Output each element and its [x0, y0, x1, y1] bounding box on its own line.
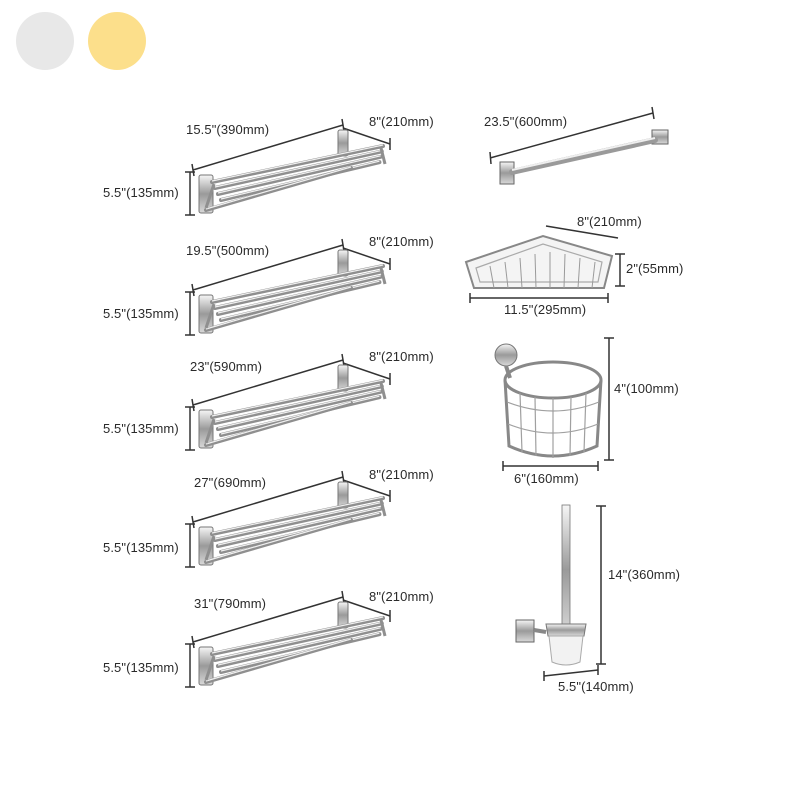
corner-basket-width-label: 11.5"(295mm)	[504, 302, 587, 317]
towel-rack-5	[185, 590, 391, 688]
toilet-brush-width-label: 5.5"(140mm)	[558, 679, 634, 694]
rack-5-length-label: 31"(790mm)	[194, 596, 267, 611]
corner-basket-height-label: 2"(55mm)	[626, 261, 684, 276]
rack-4-length-label: 27"(690mm)	[194, 475, 267, 490]
rack-2-length-label: 19.5"(500mm)	[186, 243, 270, 258]
rack-2-height-label: 5.5"(135mm)	[103, 306, 179, 321]
chrome-color-swatch[interactable]	[16, 12, 74, 70]
toilet-brush-height-label: 14"(360mm)	[608, 567, 681, 582]
gold-color-swatch[interactable]	[88, 12, 146, 70]
rack-3-depth-label: 8"(210mm)	[369, 349, 434, 364]
towel-bar-length-label: 23.5"(600mm)	[484, 114, 568, 129]
towel-rack-3	[185, 353, 391, 451]
rack-5-depth-label: 8"(210mm)	[369, 589, 434, 604]
rack-3-height-label: 5.5"(135mm)	[103, 421, 179, 436]
corner-basket-depth-label: 8"(210mm)	[577, 214, 642, 229]
rack-1-length-label: 15.5"(390mm)	[186, 122, 270, 137]
rack-3-length-label: 23"(590mm)	[190, 359, 263, 374]
rack-1-depth-label: 8"(210mm)	[369, 114, 434, 129]
toilet-brush-product	[515, 504, 606, 681]
corner-basket-product	[464, 225, 625, 303]
rack-4-depth-label: 8"(210mm)	[369, 467, 434, 482]
paper-holder-width-label: 6"(160mm)	[514, 471, 579, 486]
paper-holder-height-label: 4"(100mm)	[614, 381, 679, 396]
rack-4-height-label: 5.5"(135mm)	[103, 540, 179, 555]
towel-rack-2	[185, 238, 391, 336]
paper-holder-product	[494, 337, 614, 471]
rack-5-height-label: 5.5"(135mm)	[103, 660, 179, 675]
rack-2-depth-label: 8"(210mm)	[369, 234, 434, 249]
towel-rack-4	[185, 470, 391, 568]
rack-1-height-label: 5.5"(135mm)	[103, 185, 179, 200]
towel-bar-product	[489, 106, 669, 185]
towel-rack-1	[185, 118, 391, 216]
